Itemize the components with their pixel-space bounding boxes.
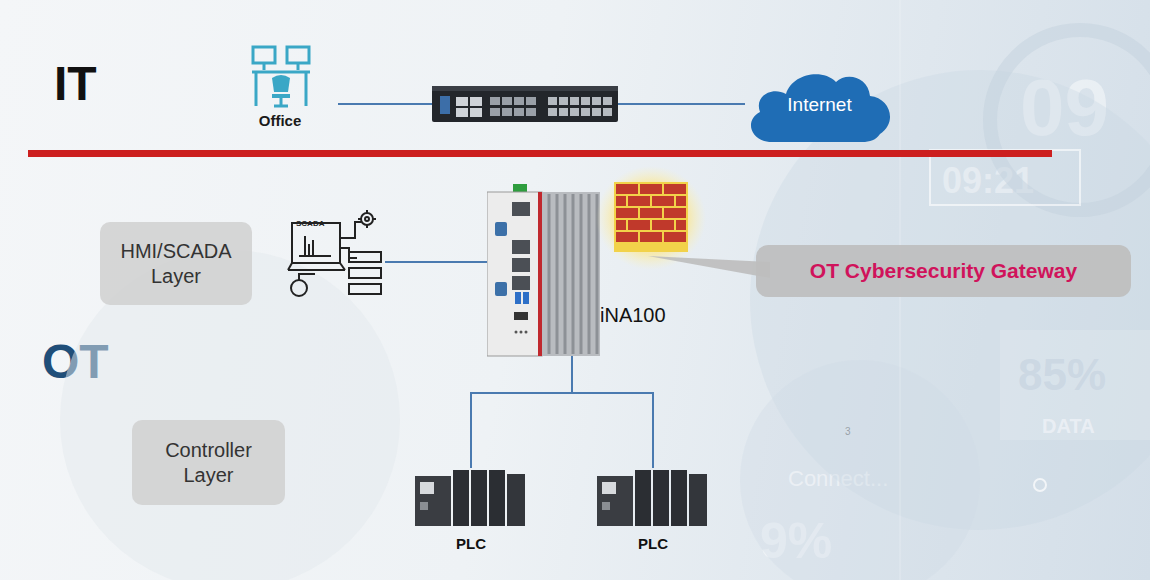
node-text: PLC <box>593 535 713 554</box>
firewall-appliance <box>432 86 618 122</box>
wire <box>616 103 745 105</box>
layer-box: Controller Layer <box>132 420 285 505</box>
node-text: Office <box>240 112 320 131</box>
callout-box: OT Cybersecurity Gateway <box>756 245 1131 297</box>
gateway-device-node: iNA100 <box>487 168 667 356</box>
node-text: OT Cybersecurity Gateway <box>810 258 1077 284</box>
plc-unit <box>415 468 527 528</box>
network-link <box>385 261 487 263</box>
plc-node: PLC <box>593 468 713 554</box>
firewall-icon <box>596 166 706 270</box>
node-text: iNA100 <box>600 303 670 328</box>
node-text: PLC <box>411 535 531 554</box>
network-link <box>572 356 653 468</box>
plc-node: PLC <box>411 468 531 554</box>
scada-node: SCADA <box>285 205 385 305</box>
node-text: SCADA <box>296 219 336 229</box>
node-text: Internet <box>787 93 851 117</box>
zone-label: IT <box>54 56 97 111</box>
it-ot-divider <box>28 150 1052 157</box>
plc-unit <box>597 468 709 528</box>
network-link <box>471 356 572 468</box>
layer-box: HMI/SCADA Layer <box>100 222 252 305</box>
office-icon <box>250 44 312 108</box>
internet-cloud: Internet <box>742 66 897 144</box>
ina100-device <box>487 170 602 358</box>
wire <box>338 103 436 105</box>
node-text: Controller Layer <box>149 438 269 488</box>
cloud-outline <box>751 74 890 142</box>
node-text: HMI/SCADA Layer <box>116 239 236 289</box>
office-node: Office <box>240 40 320 135</box>
